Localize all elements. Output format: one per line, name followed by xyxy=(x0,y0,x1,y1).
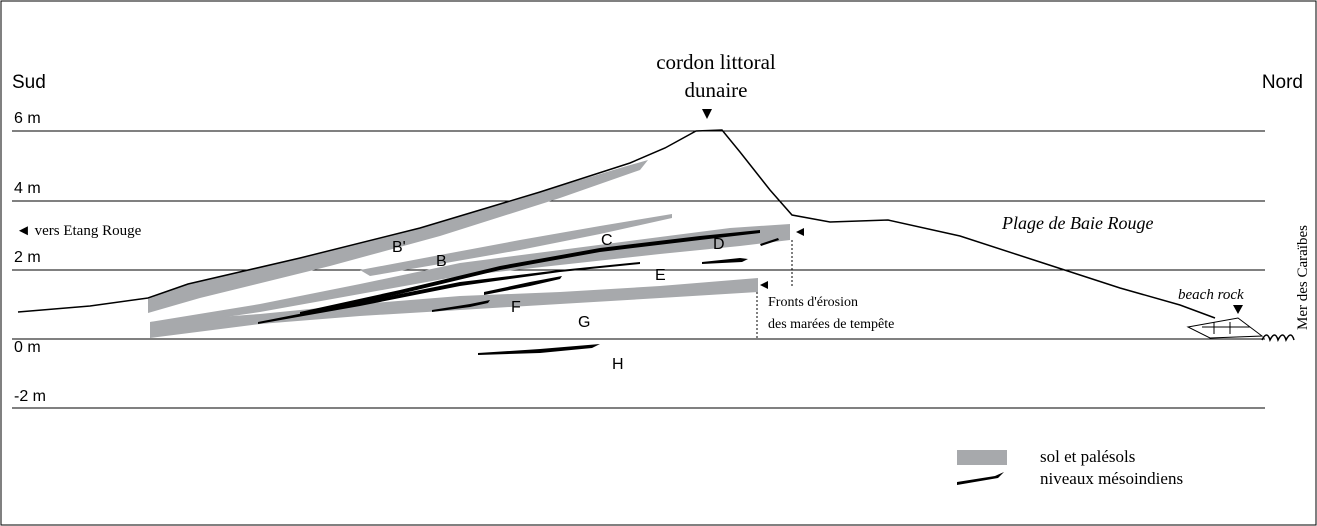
tick-label-4m: 4 m xyxy=(14,180,41,197)
layer-label-d: D xyxy=(713,236,725,253)
title-line-2: dunaire xyxy=(685,78,748,102)
paleosol-band-b-prime xyxy=(148,160,648,313)
mesoindian-lens-f xyxy=(432,300,490,312)
mesoindian-lens-h xyxy=(478,344,600,355)
layer-label-h: H xyxy=(612,356,624,373)
beach-rock-symbol xyxy=(1186,317,1264,339)
mesoindian-lens-e xyxy=(702,258,748,264)
legend-label-meso: niveaux mésoindiens xyxy=(1040,469,1183,488)
orientation-north: Nord xyxy=(1262,72,1303,93)
tick-label-2m: 2 m xyxy=(14,249,41,266)
erosion-front-markers xyxy=(756,228,804,338)
tick-label-0m: 0 m xyxy=(14,339,41,356)
paleosol-bands xyxy=(148,160,790,338)
layer-label-f: F xyxy=(511,299,521,316)
elevation-labels: 6 m 4 m 2 m 0 m -2 m xyxy=(14,110,46,405)
tick-label-6m: 6 m xyxy=(14,110,41,127)
layer-label-b-prime: B' xyxy=(392,239,406,256)
erosion-front-arrow-upper xyxy=(796,228,804,236)
title-line-1: cordon littoral xyxy=(656,50,776,74)
legend-swatch-meso xyxy=(957,472,1004,485)
elevation-grid xyxy=(12,130,1265,409)
annotation-beach-rock: beach rock xyxy=(1178,287,1244,303)
layer-label-b: B xyxy=(436,253,447,270)
beach-rock-marker xyxy=(1233,305,1243,314)
tick-label-minus2m: -2 m xyxy=(14,388,46,405)
annotation-fronts-line-1: Fronts d'érosion xyxy=(768,295,858,310)
beach-rock-body xyxy=(1186,317,1264,339)
legend-label-soil: sol et palésols xyxy=(1040,447,1135,466)
orientation-south: Sud xyxy=(12,72,46,93)
mesoindian-lens-e2 xyxy=(484,276,562,295)
layer-label-c: C xyxy=(601,232,613,249)
paleosol-band-c-d xyxy=(150,224,790,328)
erosion-front-arrow-lower xyxy=(760,281,768,289)
legend: sol et palésols niveaux mésoindiens xyxy=(957,447,1183,488)
annotation-vers-etang-rouge: ◄ vers Etang Rouge xyxy=(16,223,142,239)
paleosol-band-b xyxy=(360,214,672,276)
annotation-plage-baie-rouge: Plage de Baie Rouge xyxy=(1001,213,1153,233)
legend-swatch-soil xyxy=(957,450,1007,465)
annotation-fronts-line-2: des marées de tempête xyxy=(768,317,894,332)
layer-label-g: G xyxy=(578,314,590,331)
sea-waves xyxy=(1261,334,1295,343)
ground-surface-profile xyxy=(17,129,1216,319)
layer-labels: B' B C D E F G H xyxy=(392,232,725,373)
dune-crest-marker xyxy=(702,109,712,119)
mesoindian-lens-d xyxy=(760,238,779,246)
mesoindian-levels xyxy=(258,230,779,355)
layer-label-e: E xyxy=(655,267,666,284)
annotation-mer-des-caraibes: Mer des Caraïbes xyxy=(1295,225,1311,330)
